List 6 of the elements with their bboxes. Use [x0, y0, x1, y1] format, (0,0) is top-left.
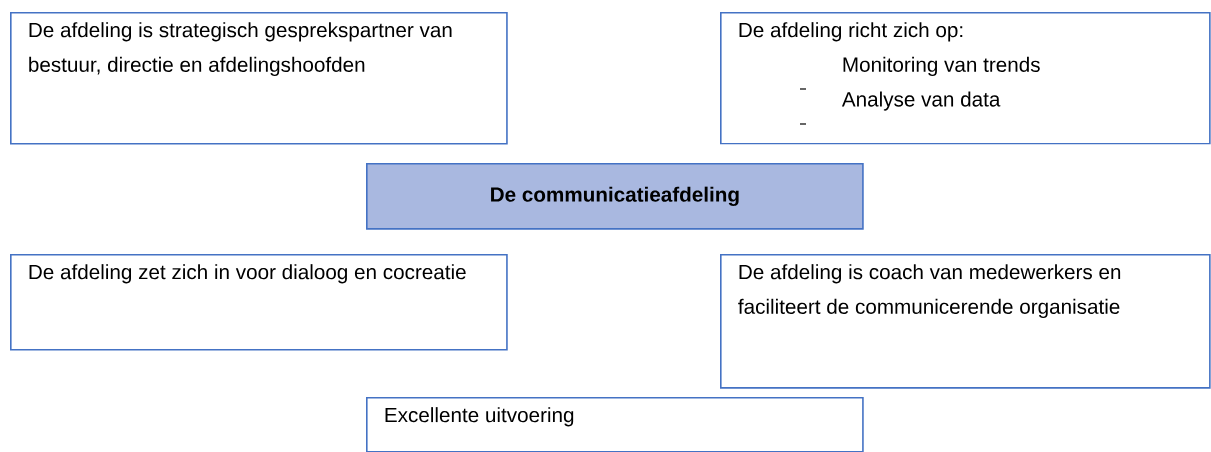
title-box: De communicatieafdeling [366, 163, 864, 230]
text-box: De afdeling is coach van medewerkers en faciliteert de communicerende organisatie [720, 254, 1211, 389]
text-box: Excellente uitvoering [366, 397, 864, 452]
text-box: De afdeling richt zich op: Monitoring van trends Analyse van data [720, 12, 1211, 145]
text-box: De afdeling zet zich in voor dialoog en cocreatie [10, 254, 508, 351]
text-box: De afdeling is strategisch gesprekspartner van bestuur, directie en afdelingshoofden [10, 12, 508, 145]
